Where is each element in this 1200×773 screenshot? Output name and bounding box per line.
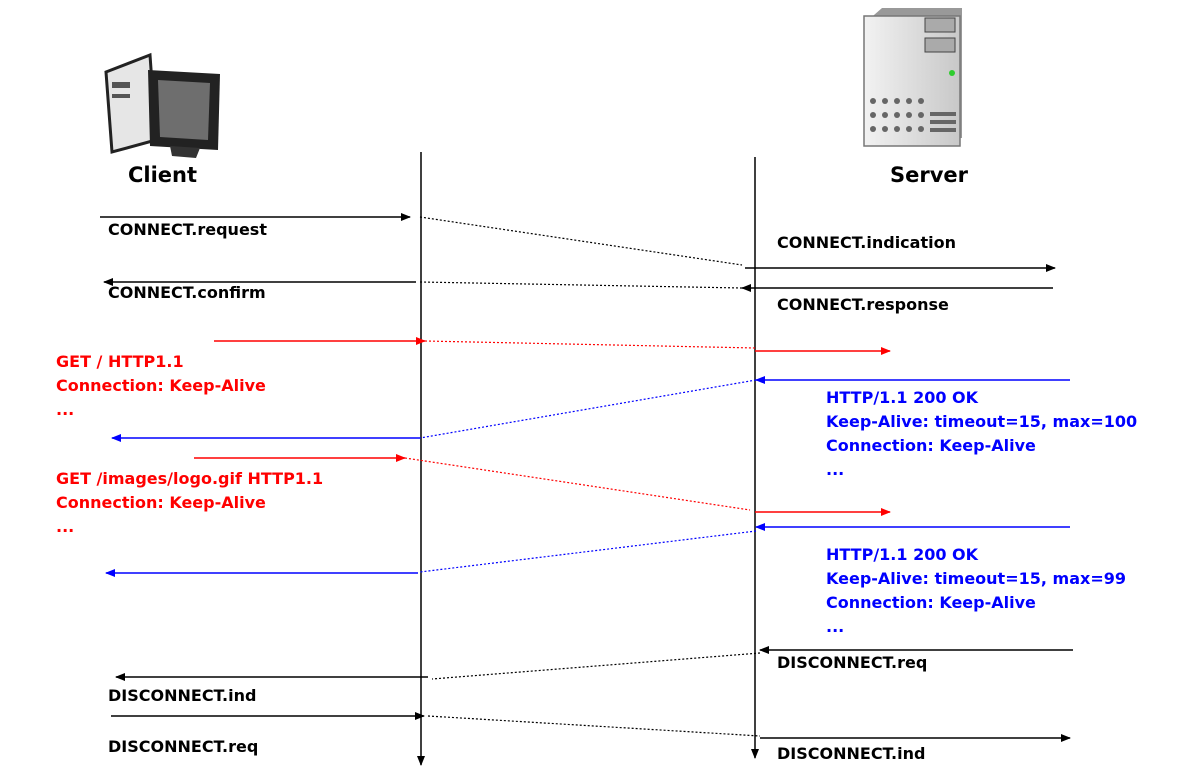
get2-transit: [404, 457, 751, 511]
get2-message: GET /images/logo.gif HTTP1.1 Connection:…: [56, 467, 323, 539]
resp1-message: HTTP/1.1 200 OK Keep-Alive: timeout=15, …: [826, 386, 1137, 482]
resp2-message: HTTP/1.1 200 OK Keep-Alive: timeout=15, …: [826, 543, 1126, 639]
resp2-line: HTTP/1.1 200 OK: [826, 545, 979, 564]
disconnect-req-client-label: DISCONNECT.req: [108, 737, 259, 756]
server-title: Server: [890, 163, 969, 187]
disconnect-ind-server-label: DISCONNECT.ind: [777, 744, 926, 763]
resp1-line: ...: [826, 460, 845, 479]
connect-request-transit: [419, 216, 743, 266]
resp2-line: Keep-Alive: timeout=15, max=99: [826, 569, 1126, 588]
resp2-line: ...: [826, 617, 845, 636]
resp1-line: HTTP/1.1 200 OK: [826, 388, 979, 407]
disconnect-server-transit: [431, 652, 761, 680]
connect-request-label: CONNECT.request: [108, 220, 267, 239]
connect-indication-label: CONNECT.indication: [777, 233, 956, 252]
server-tower-icon: [863, 8, 962, 147]
get1-line: Connection: Keep-Alive: [56, 376, 266, 395]
get1-line: ...: [56, 400, 75, 419]
resp1-line: Connection: Keep-Alive: [826, 436, 1036, 455]
get2-line: ...: [56, 517, 75, 536]
resp1-line: Keep-Alive: timeout=15, max=100: [826, 412, 1138, 431]
disconnect-req-server-label: DISCONNECT.req: [777, 653, 928, 672]
connect-confirm-label: CONNECT.confirm: [108, 283, 266, 302]
disconnect-client-transit: [427, 715, 761, 737]
get1-message: GET / HTTP1.1 Connection: Keep-Alive ...: [56, 350, 266, 422]
connect-response-label: CONNECT.response: [777, 295, 949, 314]
resp1-transit: [419, 379, 757, 439]
connect-response-transit: [419, 281, 743, 289]
resp2-line: Connection: Keep-Alive: [826, 593, 1036, 612]
get1-transit: [424, 340, 756, 349]
get1-line: GET / HTTP1.1: [56, 352, 184, 371]
get2-line: Connection: Keep-Alive: [56, 493, 266, 512]
desktop-computer-icon: [104, 52, 220, 158]
get2-line: GET /images/logo.gif HTTP1.1: [56, 469, 324, 488]
client-title: Client: [128, 163, 198, 187]
disconnect-ind-client-label: DISCONNECT.ind: [108, 686, 257, 705]
resp2-transit: [419, 530, 757, 573]
